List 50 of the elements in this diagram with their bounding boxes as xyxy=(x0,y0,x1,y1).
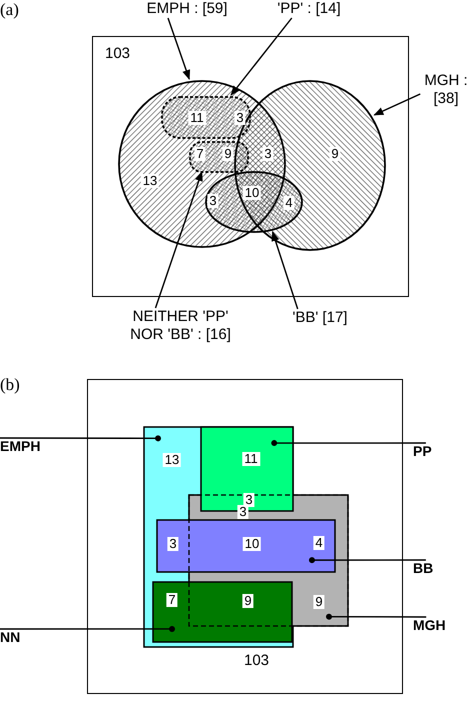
leader-line xyxy=(0,435,161,442)
set-label: NN xyxy=(0,629,30,646)
region-count: 9 xyxy=(242,594,254,608)
region-count: 9 xyxy=(313,595,325,609)
set-label: 'PP' : [14] xyxy=(268,0,350,18)
arrow xyxy=(272,231,298,310)
region-count: 13 xyxy=(162,453,182,467)
region-count: 3 xyxy=(262,147,274,161)
set-label: NEITHER 'PP' NOR 'BB' : [16] xyxy=(118,308,243,344)
set-label: 'BB' [17] xyxy=(284,309,356,327)
region-count: 4 xyxy=(313,536,325,550)
region-rectangle xyxy=(156,519,336,573)
total-count: 103 xyxy=(105,45,130,62)
leader-line xyxy=(308,557,426,564)
total-count: 103 xyxy=(244,652,270,669)
region-count: 3 xyxy=(207,194,219,208)
region-count: 4 xyxy=(283,196,295,210)
leader-line xyxy=(271,440,426,446)
arrow xyxy=(154,171,203,308)
region-ellipse xyxy=(205,171,303,233)
arrow xyxy=(167,18,190,80)
leader-line xyxy=(0,626,175,632)
set-label: MGH : [38] xyxy=(418,72,474,108)
region-rectangle xyxy=(152,581,293,643)
region-count: 11 xyxy=(242,452,260,466)
region-count: 10 xyxy=(242,186,262,200)
arrow xyxy=(230,18,292,96)
universe-frame xyxy=(92,36,409,297)
region-count: 7 xyxy=(166,593,178,607)
leader-line xyxy=(326,614,426,620)
region-count: 9 xyxy=(329,147,341,161)
panel-label: (b) xyxy=(0,375,20,395)
region-count: 3 xyxy=(167,537,179,551)
region-count: 7 xyxy=(194,147,206,161)
panel-label: (a) xyxy=(0,0,19,20)
set-label: MGH xyxy=(413,617,457,634)
universe-frame xyxy=(87,379,403,694)
region-count: 9 xyxy=(222,147,234,161)
region-count: 3 xyxy=(243,493,255,507)
arrow xyxy=(373,93,421,116)
region-count: 13 xyxy=(140,174,160,188)
region-count: 3 xyxy=(234,111,246,125)
region-count: 3 xyxy=(237,505,249,519)
set-circle xyxy=(234,80,386,251)
set-label: EMPH xyxy=(0,438,50,455)
set-label: PP xyxy=(413,443,443,460)
set-label: BB xyxy=(413,560,443,577)
region-count: 10 xyxy=(242,537,262,551)
region-count: 11 xyxy=(188,111,206,125)
set-label: EMPH : [59] xyxy=(137,0,237,18)
